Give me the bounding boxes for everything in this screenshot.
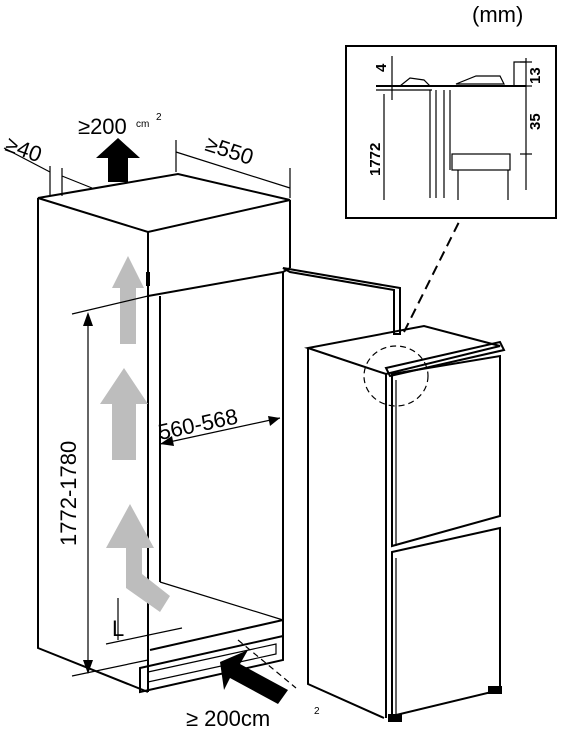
top-vent-sup: 2 — [156, 112, 162, 123]
top-vent: ≥200 cm 2 — [78, 112, 162, 182]
bottom-vent-sup: 2 — [314, 706, 320, 717]
dim-width-label: 560-568 — [156, 404, 240, 445]
detail-dim-1772: 1772 — [367, 143, 384, 176]
detail-dim-13: 13 — [527, 67, 544, 84]
cabinet — [37, 172, 401, 694]
dim-depth-side-label: ≥40 — [2, 131, 45, 167]
dim-depth: ≥550 — [175, 131, 291, 198]
units-label: (mm) — [472, 2, 523, 27]
dim-L-label: L — [112, 616, 124, 641]
detail-dim-35: 35 — [527, 113, 544, 130]
dim-height: 1772-1780 — [56, 295, 149, 677]
detail-dim-4: 4 — [373, 63, 390, 72]
dim-height-label: 1772-1780 — [56, 441, 81, 546]
bottom-vent: ≥ 200cm 2 — [186, 639, 320, 729]
dim-L: L — [105, 598, 183, 645]
top-vent-label: ≥200 — [78, 114, 127, 139]
refrigerator — [304, 219, 506, 722]
dim-depth-label: ≥550 — [202, 131, 256, 170]
dim-depth-side: ≥40 — [2, 131, 93, 196]
dim-width: 560-568 — [156, 404, 281, 446]
airflow-arrows — [100, 256, 170, 612]
top-vent-unit: cm — [136, 119, 149, 130]
detail-inset: 13 35 4 1772 — [345, 45, 557, 219]
bottom-vent-label: ≥ 200cm — [186, 706, 270, 729]
